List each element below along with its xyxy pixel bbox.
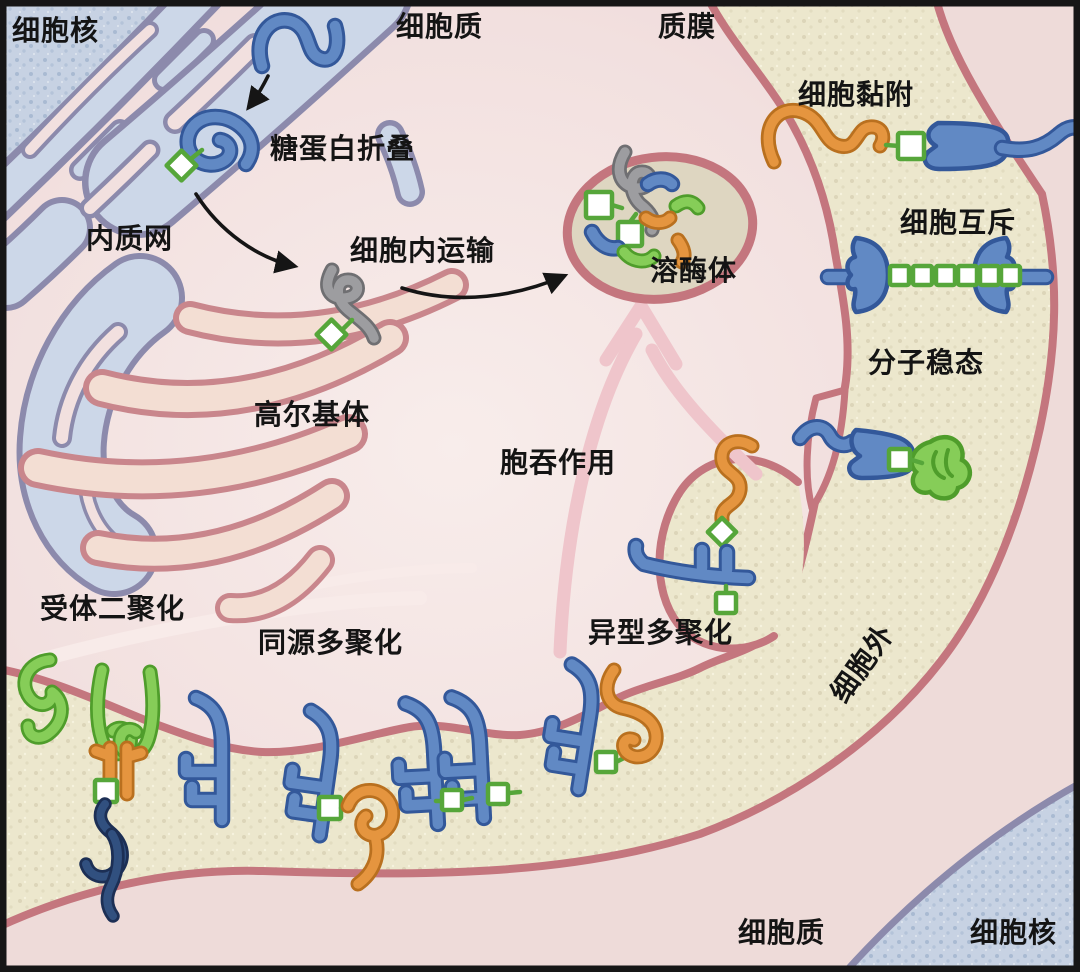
arrow-to-folding xyxy=(246,74,270,111)
label-cytoplasm-top: 细胞质 xyxy=(396,11,484,42)
golgi-stack xyxy=(18,268,469,624)
bound-green-protein xyxy=(909,434,972,501)
label-nucleus-bottom: 细胞核 xyxy=(970,917,1058,948)
endocytosis-arrow xyxy=(553,299,763,659)
arrow-er-to-golgi xyxy=(194,192,299,274)
er-region xyxy=(0,0,425,597)
label-cytoplasm-bottom: 细胞质 xyxy=(738,917,826,948)
label-cell-adhesion: 细胞黏附 xyxy=(798,79,915,110)
receptor-ligand-pair xyxy=(284,709,401,892)
receptor-dimerization-complex xyxy=(17,652,161,923)
label-nucleus-top: 细胞核 xyxy=(12,15,100,46)
label-golgi: 高尔基体 xyxy=(254,399,371,430)
golgi-cargo-glycoprotein xyxy=(314,262,382,352)
endocytosed-ligand-receptor xyxy=(627,434,760,616)
label-intracellular-transport: 细胞内运输 xyxy=(350,235,496,266)
label-cell-repulsion: 细胞互斥 xyxy=(900,207,1017,238)
label-lysosome: 溶酶体 xyxy=(650,255,738,286)
label-hetero-multimerization: 异型多聚化 xyxy=(588,617,734,648)
lysosome-organelle xyxy=(562,144,758,304)
molecular-homeostasis-complex xyxy=(791,419,972,501)
homo-multimer-complex xyxy=(396,696,523,826)
label-homo-multimerization: 同源多聚化 xyxy=(258,627,404,658)
adhesion-receptor xyxy=(922,120,1011,172)
hetero-multimer-complex xyxy=(543,663,664,789)
label-molecular-homeostasis: 分子稳态 xyxy=(868,347,985,378)
label-glycoprotein-folding: 糖蛋白折叠 xyxy=(270,133,416,164)
label-receptor-dimerization: 受体二聚化 xyxy=(40,593,186,624)
process-arrows xyxy=(194,74,569,300)
cell-repulsion-complex xyxy=(819,235,1055,315)
label-er: 内质网 xyxy=(86,223,174,254)
repulsion-receptor-left xyxy=(845,235,891,315)
folded-glycoprotein xyxy=(164,108,260,183)
label-endocytosis: 胞吞作用 xyxy=(500,447,617,478)
unfolded-protein-blue xyxy=(251,12,346,75)
label-plasma-membrane: 质膜 xyxy=(658,11,717,42)
arrow-golgi-to-lysosome xyxy=(400,272,569,300)
